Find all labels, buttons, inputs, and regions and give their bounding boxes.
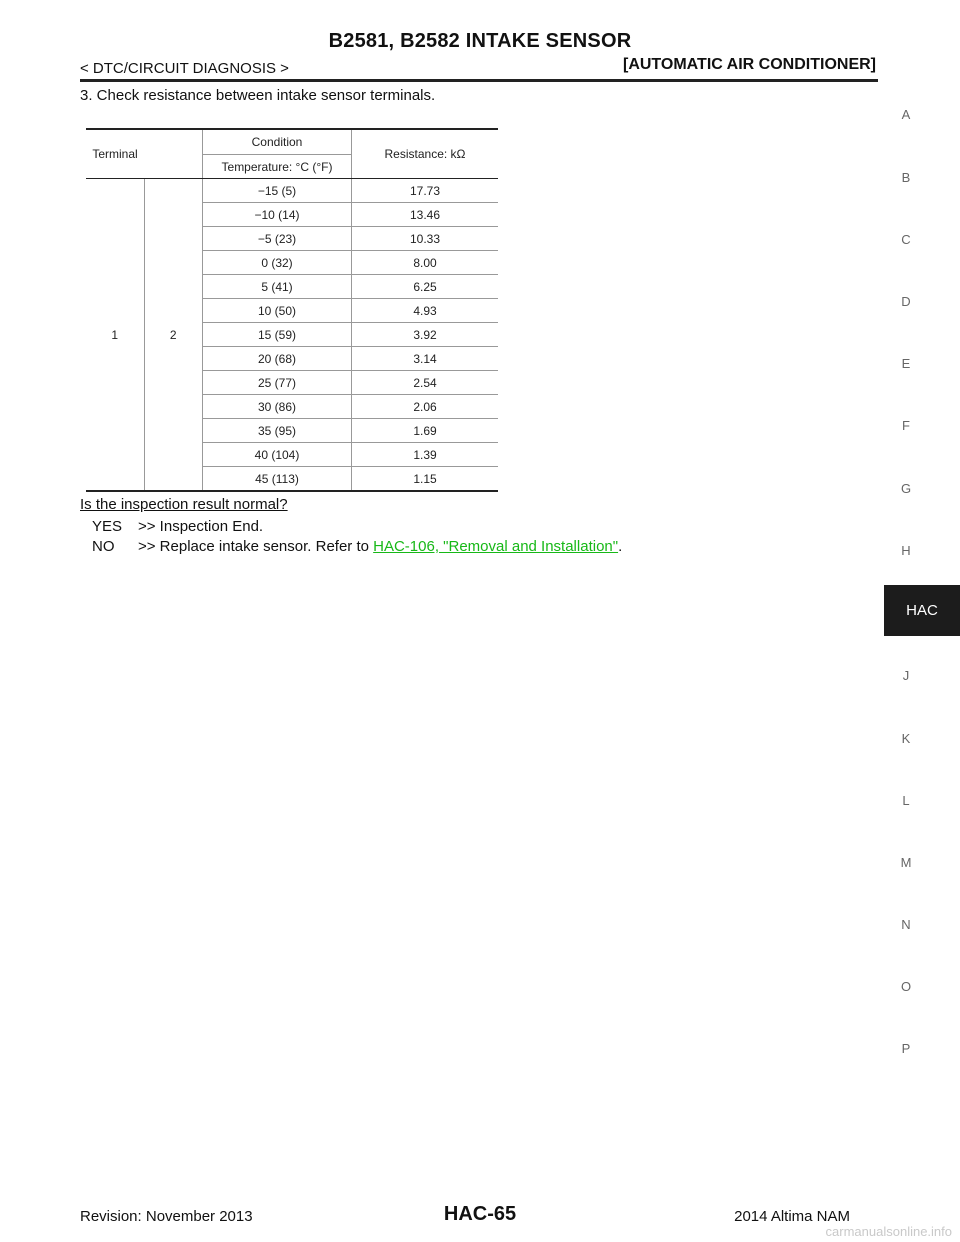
section-index-letter[interactable]: E <box>901 356 911 371</box>
terminal-negative: 2 <box>143 178 203 492</box>
header-condition: Condition <box>202 128 352 155</box>
footer-model: 2014 Altima NAM <box>734 1208 850 1225</box>
temperature-cell: −10 (14) <box>202 202 352 227</box>
section-index-letter[interactable]: A <box>901 107 911 122</box>
header-terminal: Terminal <box>86 128 144 179</box>
resistance-cell: 1.39 <box>351 442 498 467</box>
header-rule <box>80 79 878 82</box>
table-row: 5 (41)6.25 <box>86 274 498 299</box>
inspection-question: Is the inspection result normal? <box>80 496 288 513</box>
temperature-cell: 5 (41) <box>202 274 352 299</box>
table-row: 0 (32)8.00 <box>86 250 498 275</box>
section-index-letter[interactable]: P <box>901 1041 911 1056</box>
header-temperature: Temperature: °C (°F) <box>202 154 352 179</box>
temperature-cell: 10 (50) <box>202 298 352 323</box>
table-row: 40 (104)1.39 <box>86 442 498 467</box>
section-index-letter[interactable]: M <box>900 855 912 870</box>
temperature-cell: 30 (86) <box>202 394 352 419</box>
resistance-cell: 1.69 <box>351 418 498 443</box>
table-row: 25 (77)2.54 <box>86 370 498 395</box>
page-title: B2581, B2582 INTAKE SENSOR <box>328 30 632 52</box>
answer-no-text: >> Replace intake sensor. Refer to <box>138 538 374 555</box>
step-text: 3. Check resistance between intake senso… <box>80 87 436 104</box>
active-section-tab[interactable]: HAC <box>884 585 960 636</box>
section-index-letter[interactable]: L <box>902 793 910 808</box>
section-index-letter[interactable]: G <box>900 481 912 496</box>
temperature-cell: −5 (23) <box>202 226 352 251</box>
section-index-letter[interactable]: D <box>901 294 911 309</box>
table-row: 15 (59)3.92 <box>86 322 498 347</box>
section-index-letter[interactable]: F <box>902 418 910 433</box>
table-row: 30 (86)2.06 <box>86 394 498 419</box>
section-label: < DTC/CIRCUIT DIAGNOSIS > <box>80 60 289 77</box>
section-index-letter[interactable]: H <box>901 543 911 558</box>
temperature-cell: 35 (95) <box>202 418 352 443</box>
temperature-cell: −15 (5) <box>202 178 352 203</box>
answer-no-end: . <box>618 538 623 555</box>
watermark-text: carmanualsonline.info <box>825 1224 952 1239</box>
temperature-cell: 45 (113) <box>202 466 352 492</box>
footer-revision: Revision: November 2013 <box>80 1208 253 1225</box>
temperature-cell: 15 (59) <box>202 322 352 347</box>
resistance-cell: 10.33 <box>351 226 498 251</box>
table-row: 35 (95)1.69 <box>86 418 498 443</box>
answer-yes-text: >> Inspection End. <box>138 518 264 535</box>
section-index-letter[interactable]: K <box>901 731 911 746</box>
answer-no: NO >> Replace intake sensor. Refer to HAC… <box>92 538 622 555</box>
resistance-cell: 1.15 <box>351 466 498 492</box>
removal-installation-link[interactable]: HAC-106, "Removal and Installation" <box>373 538 619 555</box>
answer-no-key: NO <box>92 538 115 555</box>
resistance-cell: 3.14 <box>351 346 498 371</box>
resistance-cell: 13.46 <box>351 202 498 227</box>
section-index-letter[interactable]: O <box>900 979 912 994</box>
temperature-cell: 0 (32) <box>202 250 352 275</box>
resistance-cell: 2.06 <box>351 394 498 419</box>
header-terminal-spacer <box>144 128 203 179</box>
answer-yes: YES >> Inspection End. <box>92 518 263 535</box>
section-index-letter[interactable]: N <box>901 917 911 932</box>
table-row: −10 (14)13.46 <box>86 202 498 227</box>
temperature-cell: 40 (104) <box>202 442 352 467</box>
section-index-letter[interactable]: B <box>901 170 911 185</box>
resistance-table: Terminal Condition Resistance: kΩ Temper… <box>86 128 498 492</box>
terminal-positive: 1 <box>86 178 144 492</box>
temperature-cell: 25 (77) <box>202 370 352 395</box>
resistance-cell: 3.92 <box>351 322 498 347</box>
system-label: [AUTOMATIC AIR CONDITIONER] <box>622 56 876 73</box>
table-row: 45 (113)1.15 <box>86 466 498 492</box>
table-row: −5 (23)10.33 <box>86 226 498 251</box>
answer-yes-key: YES <box>92 518 123 535</box>
footer-page-number: HAC-65 <box>443 1203 517 1225</box>
section-index-letter[interactable]: J <box>902 668 910 683</box>
header-resistance: Resistance: kΩ <box>351 128 498 179</box>
resistance-cell: 8.00 <box>351 250 498 275</box>
section-index-letter[interactable]: C <box>901 232 911 247</box>
resistance-cell: 17.73 <box>351 178 498 203</box>
resistance-cell: 6.25 <box>351 274 498 299</box>
resistance-cell: 2.54 <box>351 370 498 395</box>
table-row: 20 (68)3.14 <box>86 346 498 371</box>
temperature-cell: 20 (68) <box>202 346 352 371</box>
resistance-cell: 4.93 <box>351 298 498 323</box>
table-row: 10 (50)4.93 <box>86 298 498 323</box>
